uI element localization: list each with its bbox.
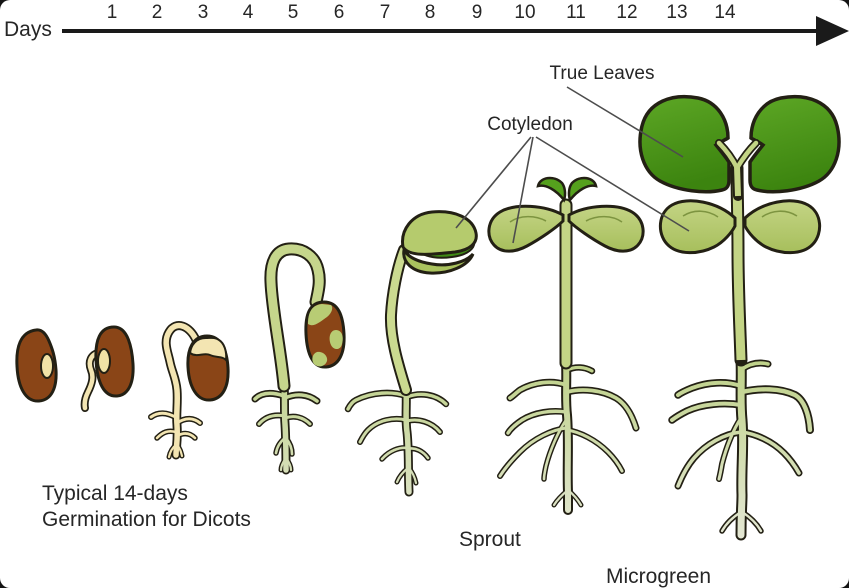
day-tick-label-10: 10 <box>514 2 535 23</box>
annotation-cotyledon: Cotyledon <box>487 114 573 135</box>
leader-line-cotyledon-3 <box>535 136 690 232</box>
radicle-root <box>82 349 104 411</box>
annotation-true-leaves: True Leaves <box>550 63 655 84</box>
seed-cap <box>188 336 228 363</box>
hook-stem <box>266 244 324 391</box>
label-sprout: Sprout <box>459 528 521 551</box>
day-tick-label-12: 12 <box>616 2 637 23</box>
day-tick-label-7: 7 <box>380 2 391 23</box>
cotyledon-vein <box>682 210 719 218</box>
annotations: True Leaves Cotyledon Typical 14-days Ge… <box>42 63 711 588</box>
cotyledon-right <box>743 199 822 255</box>
cotyledon-vein <box>509 215 547 223</box>
timeline-arrowhead-icon <box>816 16 849 46</box>
seed-coat-green-patch <box>329 330 343 350</box>
cotyledon-left <box>487 204 565 253</box>
seed-hilum <box>40 353 54 379</box>
seed-coat-green-patch <box>312 351 328 367</box>
days-axis-label: Days <box>4 18 52 41</box>
stage-7-microgreen <box>638 95 841 541</box>
stage-4-hook-stage <box>251 242 346 475</box>
true-leaf-bud <box>567 176 598 203</box>
stage-2-seed-radicle <box>80 325 135 412</box>
seedling-root <box>498 360 638 513</box>
cotyledon-right <box>567 204 645 253</box>
sprout-stem <box>386 246 410 394</box>
sprout-root-outline <box>344 385 450 497</box>
cotyledon-vein <box>761 210 798 218</box>
stage-6-seedling <box>487 176 645 515</box>
seed-body <box>15 328 58 403</box>
stem-fork <box>715 139 760 201</box>
stage-3-seed-taproot <box>148 321 230 460</box>
microgreen-root <box>670 356 813 539</box>
stage-1-seed <box>15 328 58 403</box>
cotyledon-lower <box>402 245 475 275</box>
leader-line-true-leaves <box>566 86 684 158</box>
day-tick-label-3: 3 <box>198 2 209 23</box>
day-tick-label-6: 6 <box>334 2 345 23</box>
stage-5-sprout <box>344 210 478 497</box>
caption-line-2: Germination for Dicots <box>42 508 251 531</box>
label-microgreen: Microgreen <box>606 565 711 588</box>
cotyledon-vein <box>585 215 623 223</box>
day-tick-label-9: 9 <box>472 2 483 23</box>
taproot-root <box>149 322 202 459</box>
timeline: Days 1 2 3 4 5 6 7 8 9 10 11 12 13 14 <box>4 2 849 46</box>
leader-line-cotyledon-2 <box>512 136 534 244</box>
caption-line-1: Typical 14-days <box>42 482 188 505</box>
seed-body <box>94 325 135 398</box>
day-tick-label-8: 8 <box>425 2 436 23</box>
cotyledon-upper <box>401 210 478 256</box>
sprout-root <box>346 387 448 495</box>
cotyledon-left <box>658 199 737 255</box>
day-tick-label-5: 5 <box>288 2 299 23</box>
day-tick-label-11: 11 <box>566 2 586 23</box>
day-tick-label-13: 13 <box>666 2 687 23</box>
hook-root <box>253 383 319 473</box>
seed-coat-green-patch <box>308 304 333 326</box>
true-leaf-bud <box>536 176 567 203</box>
day-tick-label-14: 14 <box>714 2 736 23</box>
leader-line-cotyledon-1 <box>455 136 532 229</box>
day-tick-label-4: 4 <box>243 2 254 23</box>
day-tick-label-2: 2 <box>152 2 163 23</box>
day-tick-label-1: 1 <box>107 2 118 23</box>
seed-hilum <box>97 348 111 374</box>
true-leaf-right <box>748 95 841 194</box>
